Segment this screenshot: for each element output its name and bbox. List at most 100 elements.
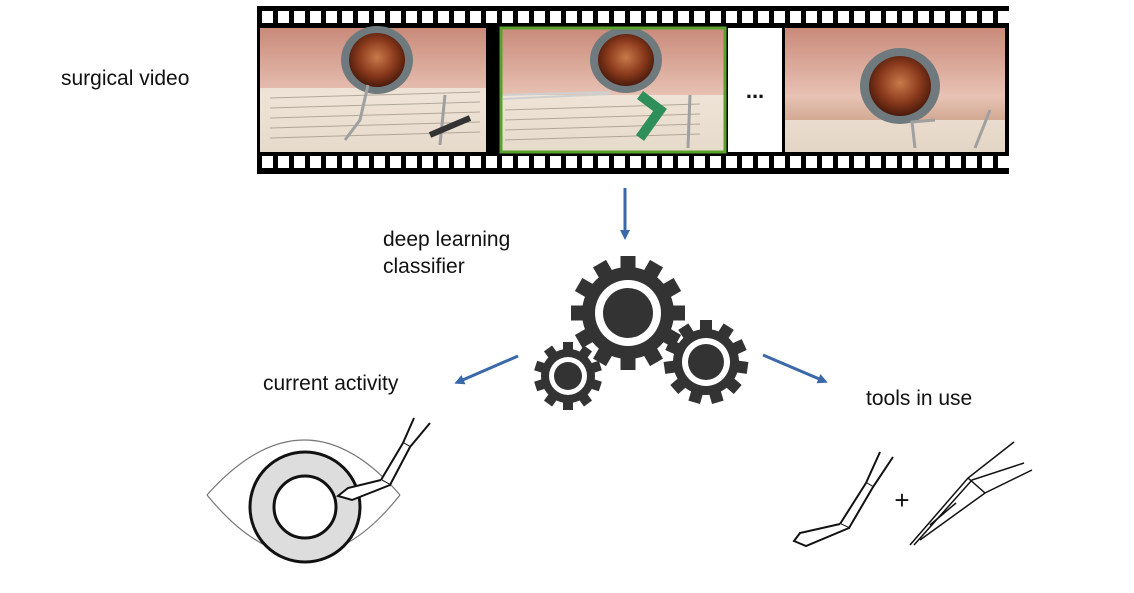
film-perforation: [902, 156, 913, 168]
film-perforation: [294, 156, 305, 168]
film-perforation: [358, 11, 369, 23]
film-perforation: [470, 11, 481, 23]
film-perforation: [822, 156, 833, 168]
film-perforation: [566, 11, 577, 23]
film-perforation: [630, 156, 641, 168]
film-perforation: [646, 156, 657, 168]
large-gear-icon: [571, 256, 685, 370]
film-perforation: [518, 11, 529, 23]
film-perforation: [534, 11, 545, 23]
film-perforation: [726, 11, 737, 23]
film-perforation: [550, 156, 561, 168]
film-perforation: [854, 11, 865, 23]
film-perforation: [406, 11, 417, 23]
film-perforation: [742, 11, 753, 23]
tool-forceps-icon: [792, 451, 894, 548]
film-perforation: [566, 156, 577, 168]
small-gear-icon: [534, 342, 602, 410]
arrow-to-tools: [762, 353, 828, 384]
film-perforations-bottom: [262, 156, 1009, 168]
classifier-label: deep learning classifier: [383, 228, 511, 278]
film-perforation: [902, 11, 913, 23]
film-perforation: [262, 11, 273, 23]
surgical-video-label: surgical video: [61, 67, 190, 90]
film-perforation: [886, 156, 897, 168]
current-activity-label: current activity: [263, 372, 399, 395]
film-perforation: [918, 11, 929, 23]
film-perforation: [374, 156, 385, 168]
tool-scissors-icon: [909, 441, 1033, 546]
film-perforation: [726, 156, 737, 168]
video-frame-1: [260, 26, 486, 152]
active-frame-highlight: [499, 26, 727, 154]
film-perforation: [790, 156, 801, 168]
film-perforation: [310, 156, 321, 168]
film-perforation: [838, 11, 849, 23]
film-perforation: [678, 156, 689, 168]
film-perforation: [422, 156, 433, 168]
film-perforation: [710, 156, 721, 168]
film-perforation: [838, 156, 849, 168]
film-perforation: [982, 11, 993, 23]
film-perforation: [502, 156, 513, 168]
film-perforation: [326, 11, 337, 23]
gears-icon: [534, 256, 749, 410]
film-perforation: [486, 156, 497, 168]
film-strip: ...: [257, 6, 1009, 174]
upper-eyelid: [206, 439, 401, 496]
film-perforation: [326, 156, 337, 168]
film-perforation: [454, 156, 465, 168]
film-perforation: [454, 11, 465, 23]
film-perforations-top: [262, 11, 1009, 23]
film-perforation: [614, 156, 625, 168]
film-perforation: [710, 11, 721, 23]
forceps-tool-icon: [335, 417, 431, 502]
tools-in-use-label: tools in use: [866, 387, 973, 410]
film-perforation: [630, 11, 641, 23]
film-perforation: [534, 156, 545, 168]
film-perforation: [438, 156, 449, 168]
film-perforation: [662, 11, 673, 23]
film-perforation: [806, 11, 817, 23]
film-perforation: [934, 156, 945, 168]
film-perforation: [758, 156, 769, 168]
film-perforation: [950, 11, 961, 23]
video-frame-2: [499, 26, 727, 154]
film-perforation: [342, 156, 353, 168]
plus-sign: +: [894, 485, 909, 515]
film-perforation: [694, 156, 705, 168]
film-perforation: [342, 11, 353, 23]
film-perforation: [294, 11, 305, 23]
film-perforation: [518, 156, 529, 168]
film-perforation: [422, 11, 433, 23]
film-perforation: [678, 11, 689, 23]
film-perforation: [982, 156, 993, 168]
film-perforation: [438, 11, 449, 23]
eye-illustration: [206, 417, 431, 564]
film-perforation: [886, 11, 897, 23]
film-perforation: [854, 156, 865, 168]
film-perforation: [406, 156, 417, 168]
film-perforation: [598, 11, 609, 23]
film-perforation: [870, 11, 881, 23]
film-perforation: [998, 11, 1009, 23]
film-perforation: [582, 156, 593, 168]
film-perforation: [998, 156, 1009, 168]
arrow-to-activity: [454, 354, 519, 385]
film-perforation: [806, 156, 817, 168]
film-perforation: [310, 11, 321, 23]
film-perforation: [262, 156, 273, 168]
right-gear-icon: [663, 320, 749, 404]
film-perforation: [550, 11, 561, 23]
film-perforation: [662, 156, 673, 168]
film-perforation: [918, 156, 929, 168]
film-perforation: [934, 11, 945, 23]
film-perforation: [614, 11, 625, 23]
film-perforation: [374, 11, 385, 23]
ellipsis-frame: [728, 28, 782, 152]
pupil-circle: [272, 474, 338, 540]
film-perforation: [694, 11, 705, 23]
ellipsis-text: ...: [746, 78, 764, 103]
film-perforation: [774, 11, 785, 23]
